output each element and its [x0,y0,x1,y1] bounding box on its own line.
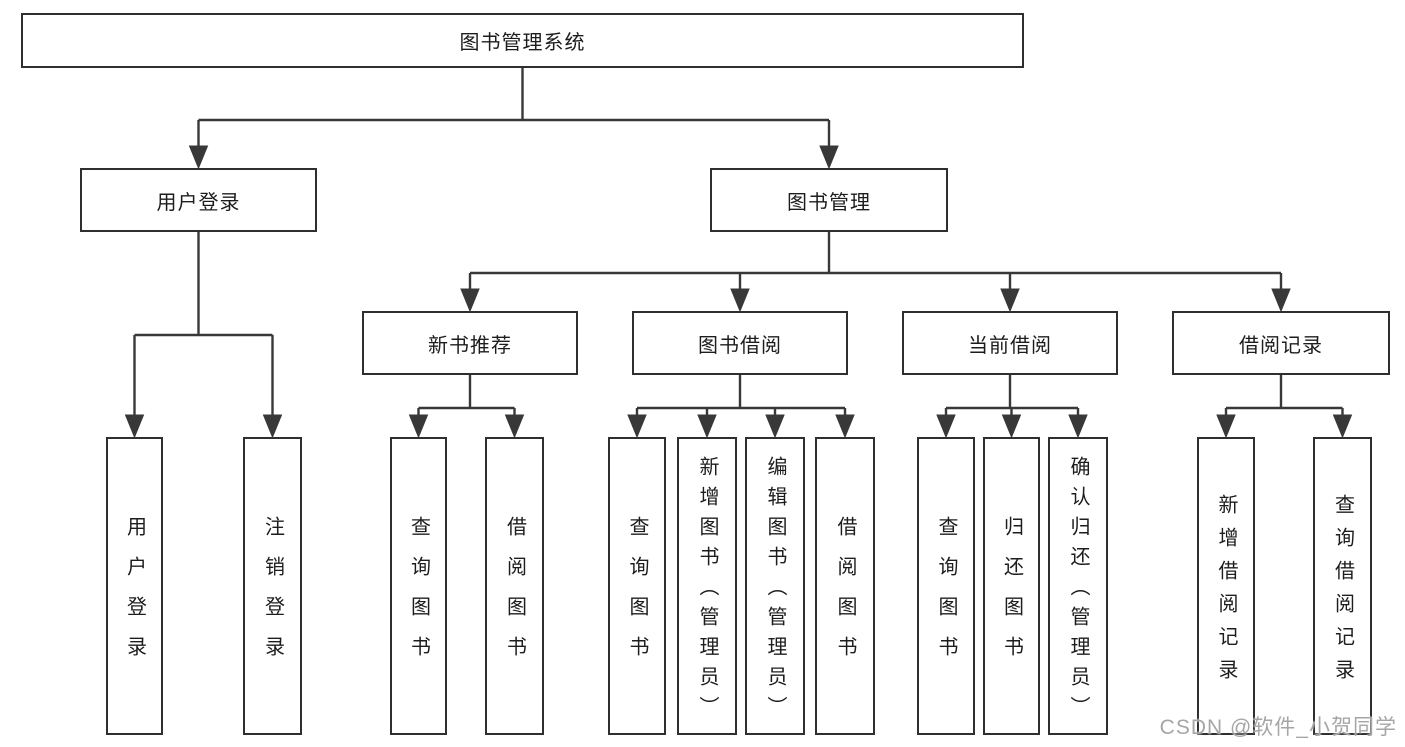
node-label: 查询图书 [407,516,430,676]
leaf-query-borrow-record: 查询借阅记录 [1313,437,1372,735]
node-label: 当前借阅 [968,334,1052,357]
node-label: 借阅图书 [503,516,526,676]
leaf-query-books-current: 查询图书 [917,437,975,735]
leaf-query-books-borrow: 查询图书 [608,437,666,735]
node-label: 归还图书 [1000,516,1023,676]
leaf-add-books-admin: 新增图书（管理员） [677,437,737,735]
node-label: 图书管理 [787,191,871,214]
node-label: 查询借阅记录 [1331,493,1354,692]
leaf-query-books-recommend: 查询图书 [390,437,447,735]
leaf-edit-books-admin: 编辑图书（管理员） [745,437,805,735]
node-label: 确认归还（管理员） [1067,456,1089,726]
node-label: 借阅图书 [834,516,856,676]
node-label: 查询图书 [935,516,957,676]
node-new-book-recommend: 新书推荐 [362,311,578,375]
node-label: 图书借阅 [698,334,782,357]
node-borrow-records: 借阅记录 [1172,311,1390,375]
node-label: 新增借阅记录 [1215,493,1237,692]
leaf-borrow-books-recommend: 借阅图书 [485,437,544,735]
arrowhead-icons [124,145,1353,439]
leaf-user-login: 用户登录 [106,437,163,735]
node-label: 图书管理系统 [459,32,586,54]
node-label: 用户登录 [123,516,146,676]
leaf-borrow-books: 借阅图书 [815,437,875,735]
node-label: 用户登录 [156,191,241,214]
node-label: 新增图书（管理员） [696,456,718,726]
leaf-return-books: 归还图书 [983,437,1040,735]
node-library-management-system: 图书管理系统 [21,13,1024,68]
leaf-logout: 注销登录 [243,437,302,735]
node-book-management: 图书管理 [710,168,948,232]
node-label: 查询图书 [626,516,648,676]
node-book-borrowing: 图书借阅 [632,311,848,375]
node-label: 注销登录 [261,516,284,676]
node-current-borrowing: 当前借阅 [902,311,1118,375]
node-user-login: 用户登录 [80,168,317,232]
leaf-confirm-return-admin: 确认归还（管理员） [1048,437,1108,735]
leaf-add-borrow-record: 新增借阅记录 [1197,437,1255,735]
node-label: 新书推荐 [428,334,512,357]
node-label: 编辑图书（管理员） [764,456,786,726]
csdn-watermark: CSDN @软件_小贺同学 [1159,716,1397,739]
node-label: 借阅记录 [1239,334,1323,357]
